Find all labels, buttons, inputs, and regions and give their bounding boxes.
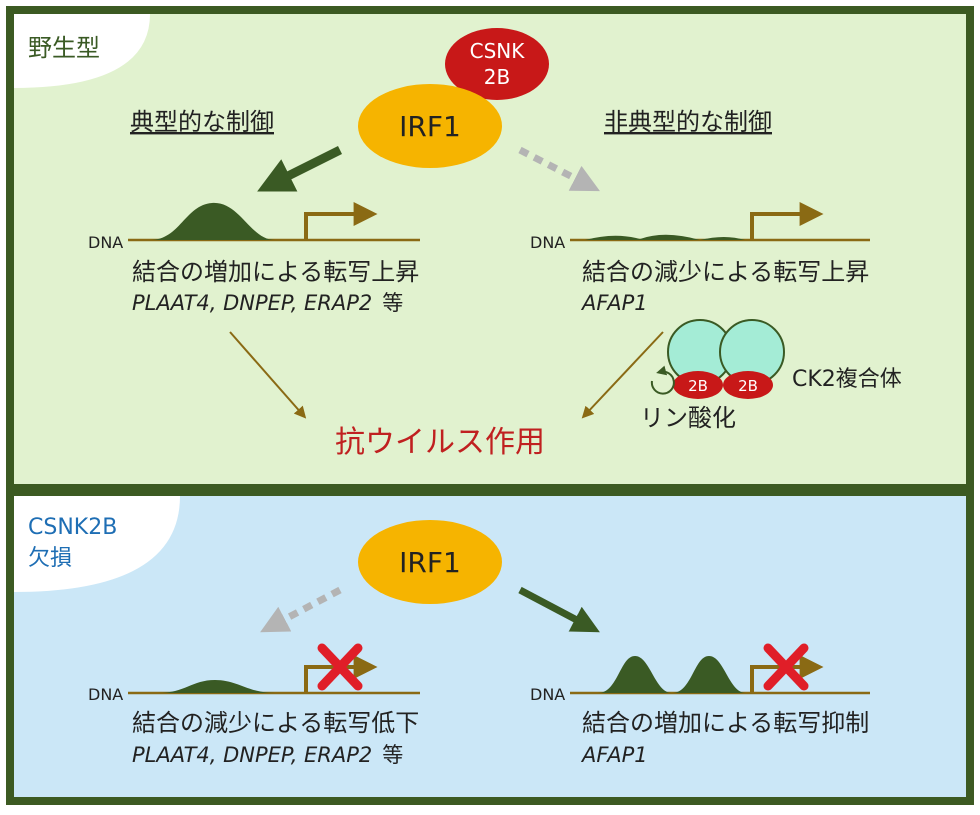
- right-antiviral-arrow: [581, 331, 664, 419]
- ko-noncanonical-arrow: [518, 586, 600, 633]
- wt-right-genes: AFAP1: [580, 291, 648, 315]
- dna-label-left: DNA: [88, 233, 123, 252]
- irf1-bubble: [358, 84, 502, 168]
- left-antiviral-arrow: [229, 331, 307, 419]
- knockout-panel: CSNK2B 欠損 IRF1 DNA DNA 結合の減少による転写低下 PLAA…: [6, 488, 974, 805]
- ko-left-genes-suffix: 等: [382, 743, 403, 767]
- phosphorylation-label: リン酸化: [640, 404, 736, 432]
- binding-peak-icon: [585, 234, 745, 240]
- ko-canonical-arrow: [260, 586, 342, 633]
- knockout-label-line1: CSNK2B: [28, 515, 117, 540]
- csnk2b-line2: 2B: [484, 65, 510, 89]
- ck2-complex: 2B 2B: [667, 319, 785, 399]
- promoter-arrow-icon: [304, 655, 378, 693]
- ck2-beta-label-right: 2B: [738, 377, 758, 395]
- ko-dna-label-right: DNA: [530, 685, 565, 704]
- wild-type-label: 野生型: [28, 34, 100, 62]
- binding-peak-icon: [158, 680, 275, 693]
- dna-label-right: DNA: [530, 233, 565, 252]
- ko-dna-label-left: DNA: [88, 685, 123, 704]
- knockout-label-tab: [14, 496, 180, 592]
- ko-left-result: 結合の減少による転写低下: [132, 709, 419, 737]
- block-cross-icon: [317, 643, 363, 691]
- ck2-beta-label-left: 2B: [688, 377, 708, 395]
- ko-left-genes: PLAAT4, DNPEP, ERAP2: [132, 743, 372, 767]
- wild-type-label-tab: [14, 14, 150, 88]
- binding-peak-icon: [598, 656, 672, 693]
- canonical-regulation-label: 典型的な制御: [130, 108, 274, 136]
- noncanonical-arrow: [518, 146, 600, 192]
- ko-right-result: 結合の増加による転写抑制: [582, 709, 869, 737]
- phosphorylation-arrow-icon: [650, 365, 675, 395]
- irf1-label: IRF1: [399, 110, 461, 143]
- binding-peak-icon: [672, 656, 746, 693]
- irf1-label-knockout: IRF1: [399, 546, 461, 579]
- promoter-arrow-icon: [750, 202, 824, 240]
- wt-right-result: 結合の減少による転写上昇: [582, 258, 869, 286]
- ck2-beta-subunit-left: [673, 371, 723, 399]
- binding-peak-icon: [150, 202, 275, 240]
- ko-left-genes-line: PLAAT4, DNPEP, ERAP2 等: [132, 743, 403, 767]
- irf1-bubble-knockout: [358, 520, 502, 604]
- wt-left-genes: PLAAT4, DNPEP, ERAP2: [132, 291, 372, 315]
- ko-right-genes: AFAP1: [580, 743, 648, 767]
- promoter-arrow-icon: [750, 655, 824, 693]
- wt-left-genes-line: PLAAT4, DNPEP, ERAP2 等: [132, 291, 403, 315]
- antiviral-effect-label: 抗ウイルス作用: [335, 425, 545, 460]
- canonical-arrow: [257, 145, 343, 192]
- csnk2b-bubble: [445, 28, 549, 100]
- wt-left-result: 結合の増加による転写上昇: [132, 258, 419, 286]
- ck2-complex-label: CK2複合体: [792, 367, 902, 392]
- ck2-beta-subunit-right: [723, 371, 773, 399]
- promoter-arrow-icon: [304, 202, 378, 240]
- wt-left-genes-suffix: 等: [382, 291, 403, 315]
- noncanonical-regulation-label: 非典型的な制御: [604, 108, 772, 136]
- wild-type-panel: 野生型 CSNK 2B IRF1 典型的な制御 非典型的な制御 DNA DNA …: [6, 6, 974, 492]
- csnk2b-line1: CSNK: [470, 39, 526, 63]
- knockout-label-line2: 欠損: [28, 546, 72, 571]
- block-cross-icon: [763, 643, 809, 691]
